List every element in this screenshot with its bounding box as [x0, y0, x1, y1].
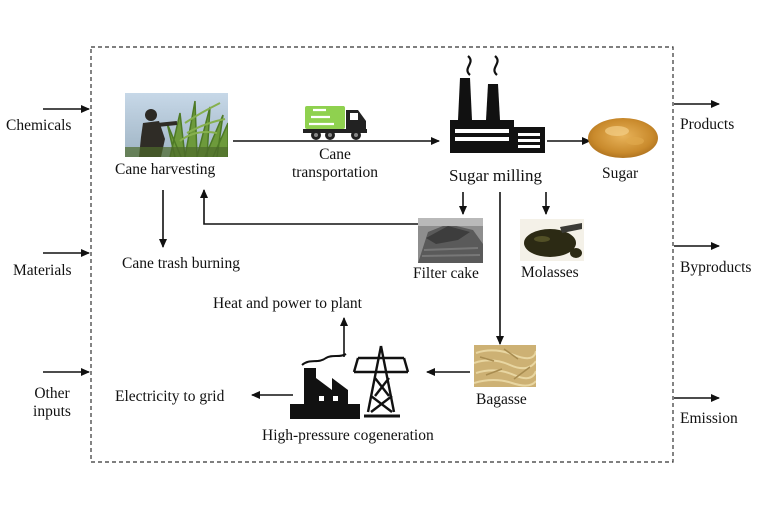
other-inputs-line2: inputs	[33, 403, 71, 420]
other-inputs-line1: Other	[34, 385, 70, 402]
electricity-grid-label: Electricity to grid	[115, 388, 225, 405]
input-other-inputs-label: Other inputs	[22, 385, 82, 421]
output-byproducts-label: Byproducts	[680, 259, 752, 276]
molasses-photo	[520, 219, 584, 261]
arrow-filtercake-to-field	[200, 189, 418, 225]
cane-transportation-line2: transportation	[291, 164, 379, 181]
filter-cake-label: Filter cake	[413, 265, 479, 282]
filter-cake-photo	[418, 218, 483, 263]
sugar-photo	[587, 113, 659, 159]
heat-power-label: Heat and power to plant	[213, 295, 362, 312]
sugar-label: Sugar	[602, 165, 639, 182]
output-products-label: Products	[680, 116, 735, 133]
truck-icon	[303, 106, 367, 140]
cane-harvesting-photo	[125, 93, 228, 157]
bagasse-photo	[474, 345, 536, 387]
cane-transportation-line1: Cane	[319, 146, 351, 163]
cane-trash-burning-label: Cane trash burning	[122, 255, 240, 272]
cane-transportation-label: Cane transportation	[275, 146, 395, 182]
sugar-milling-label: Sugar milling	[449, 166, 543, 185]
system-boundary	[90, 46, 674, 463]
cogeneration-label: High-pressure cogeneration	[262, 427, 434, 444]
output-emission-label: Emission	[680, 410, 738, 427]
molasses-label: Molasses	[521, 264, 579, 281]
input-chemicals-label: Chemicals	[6, 117, 72, 134]
input-materials-label: Materials	[13, 262, 72, 279]
cogeneration-factory-icon	[290, 353, 360, 419]
power-pylon-icon	[352, 345, 410, 418]
factory-icon	[450, 55, 545, 153]
cane-harvesting-label: Cane harvesting	[115, 161, 216, 178]
bagasse-label: Bagasse	[476, 391, 527, 408]
